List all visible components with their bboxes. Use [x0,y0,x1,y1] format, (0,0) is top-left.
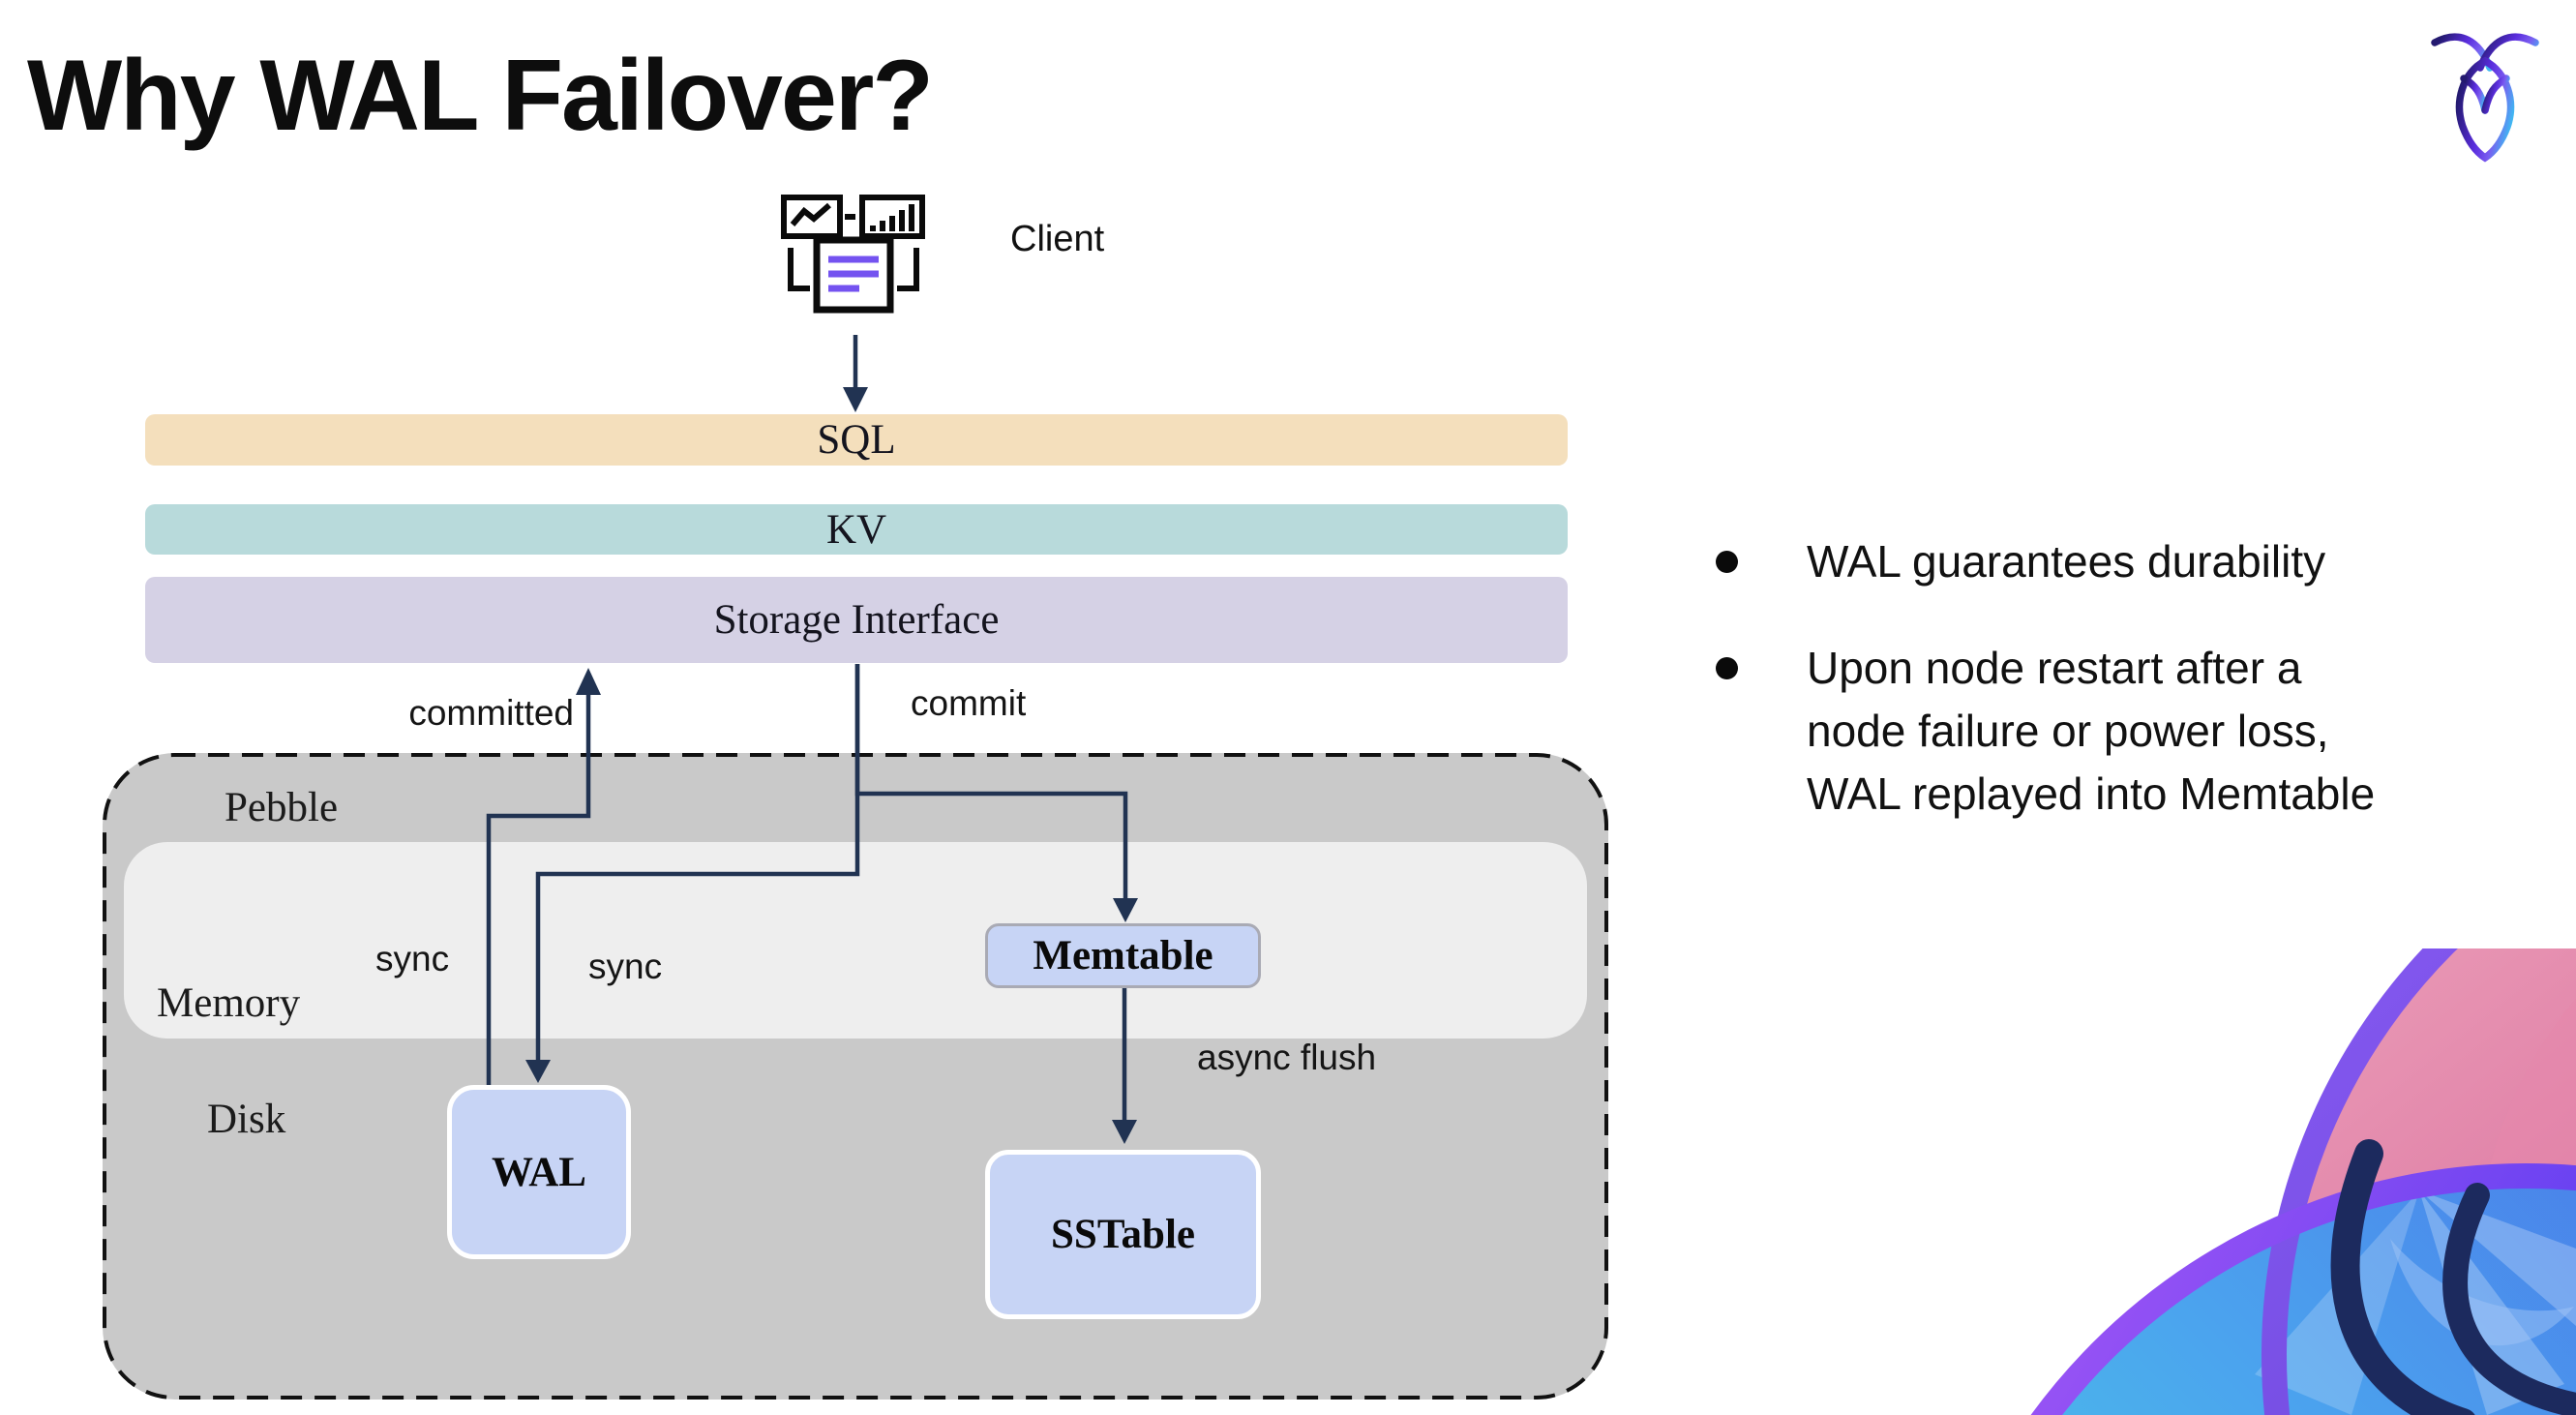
bullet-list: WAL guarantees durability Upon node rest… [1710,530,2426,826]
pebble-label: Pebble [225,785,339,830]
line-chart-monitor-icon [781,195,843,239]
arrowhead-committed [576,668,601,695]
memtable-node: Memtable [985,923,1261,988]
client-label: Client [1010,219,1105,259]
cockroachdb-logo-icon [2431,33,2539,163]
bar-chart-monitor-icon [859,195,925,239]
bullet-item: Upon node restart after a node failure o… [1710,637,2397,826]
commit-edge-label: commit [911,683,1027,723]
memory-region [124,842,1587,1039]
brand-art-graphic [2030,948,2576,1415]
bullet-item: WAL guarantees durability [1710,530,2397,593]
layer-bar-kv: KV [145,504,1568,555]
memory-label: Memory [157,980,301,1026]
arrowhead-client-sql [843,387,868,412]
committed-edge-label: committed [408,693,574,733]
sstable-node: SSTable [985,1150,1261,1319]
sync-right-edge-label: sync [588,947,663,986]
document-terminal-icon [788,236,919,314]
wal-node: WAL [447,1085,631,1259]
sync-left-edge-label: sync [375,939,450,978]
client-icon [781,195,925,314]
async-flush-edge-label: async flush [1197,1038,1377,1077]
bullet-text: WAL guarantees durability [1807,536,2326,587]
disk-label: Disk [207,1097,286,1142]
page-title: Why WAL Failover? [27,40,934,152]
bullet-text: Upon node restart after a node failure o… [1807,643,2376,819]
layer-bar-sql: SQL [145,414,1568,466]
layer-bar-storage-interface: Storage Interface [145,577,1568,663]
